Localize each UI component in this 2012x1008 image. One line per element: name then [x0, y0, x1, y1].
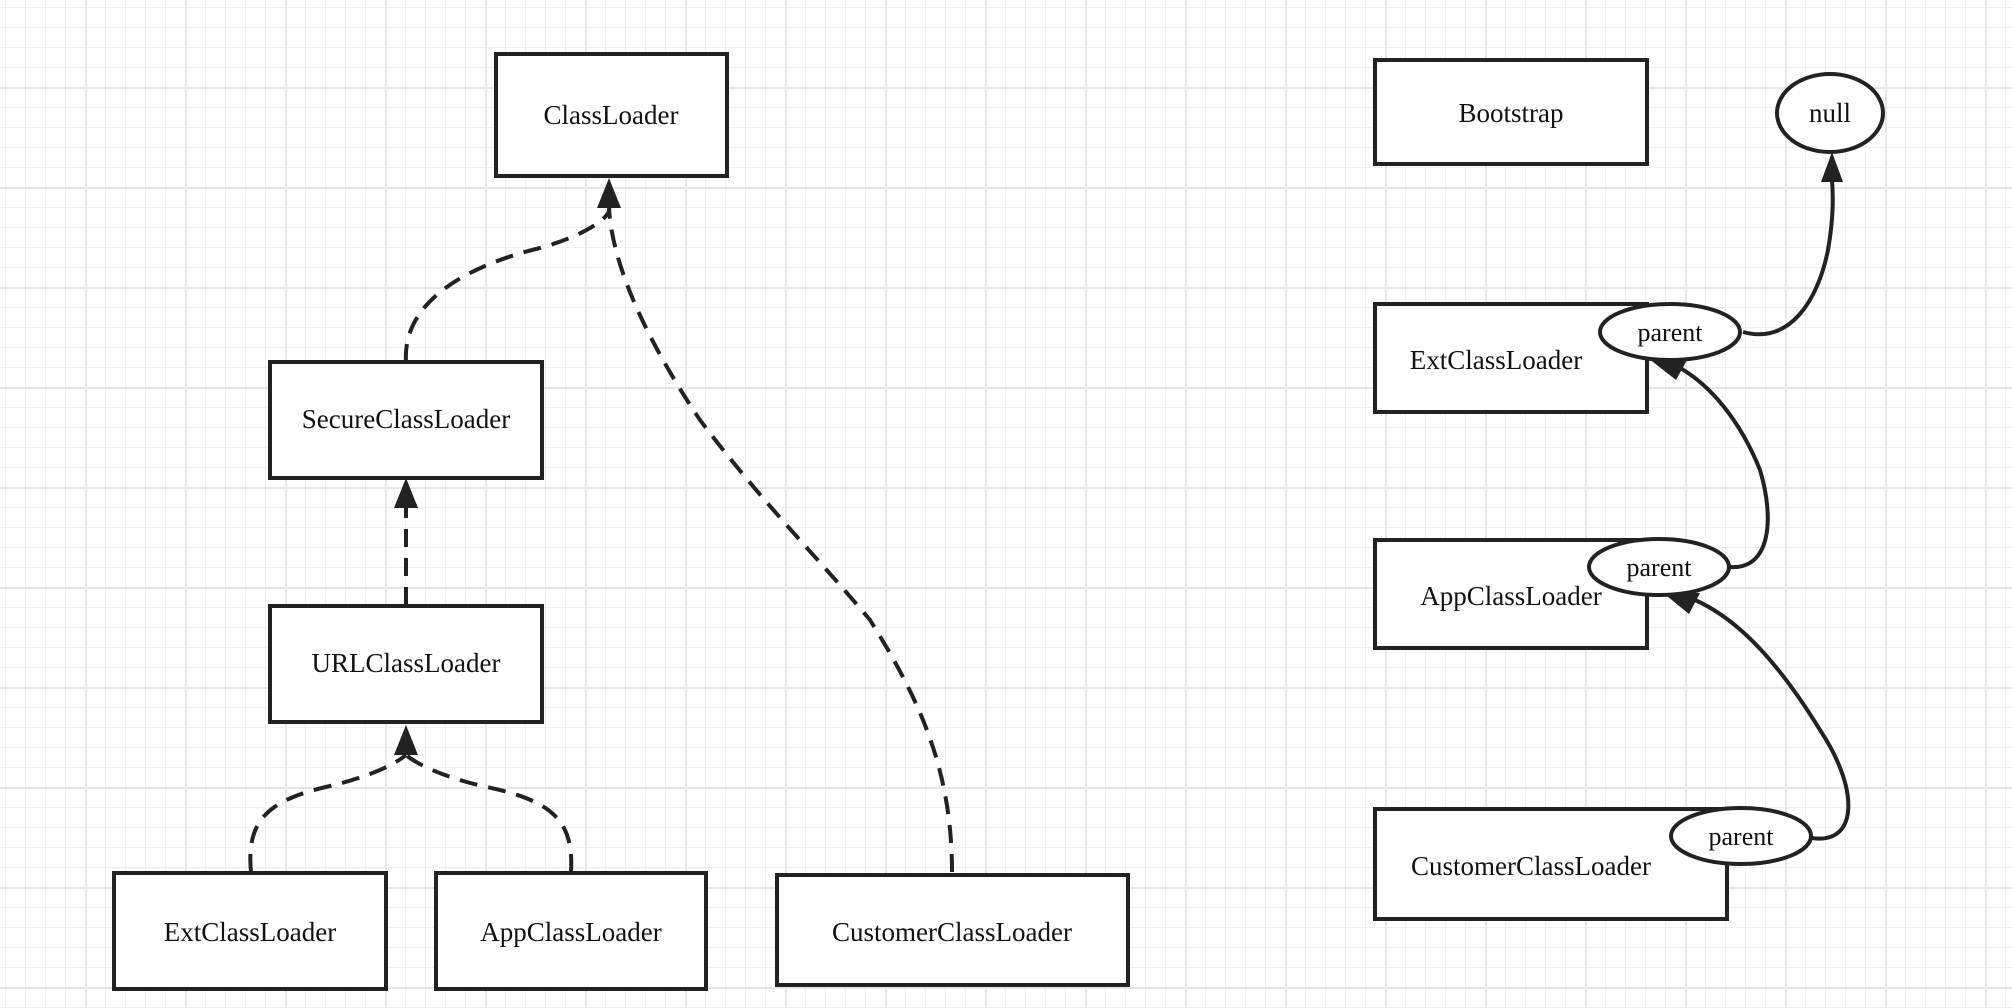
box-url-classloader: URLClassLoader	[268, 604, 544, 724]
edge-customer-to-classloader	[607, 207, 954, 873]
label-customer-classloader-right: CustomerClassLoader	[1411, 851, 1651, 881]
edge-app-to-url	[404, 753, 574, 873]
label-app-classloader-right: AppClassLoader	[1420, 581, 1601, 611]
inheritance-edges	[248, 178, 954, 873]
label-bootstrap: Bootstrap	[1459, 98, 1564, 128]
label-customer-classloader-left: CustomerClassLoader	[832, 917, 1072, 947]
label-parent-app: parent	[1627, 553, 1693, 582]
arrowhead-classloader	[597, 178, 621, 208]
box-classloader: ClassLoader	[494, 52, 729, 178]
box-secure-classloader: SecureClassLoader	[268, 360, 544, 480]
ellipse-parent-ext: parent	[1598, 302, 1742, 362]
box-customer-classloader-right: CustomerClassLoader	[1373, 807, 1729, 921]
edge-ext-to-url	[248, 753, 408, 873]
label-classloader: ClassLoader	[544, 100, 679, 130]
ellipse-null: null	[1775, 72, 1885, 154]
label-parent-customer: parent	[1709, 822, 1775, 851]
label-null: null	[1809, 98, 1851, 128]
box-app-classloader-right: AppClassLoader	[1373, 538, 1649, 650]
edge-customer-parent-to-app	[1694, 598, 1851, 841]
label-ext-classloader-left: ExtClassLoader	[164, 917, 336, 947]
label-app-classloader-left: AppClassLoader	[480, 917, 661, 947]
box-ext-classloader-left: ExtClassLoader	[112, 871, 388, 991]
delegation-edges	[1648, 152, 1851, 841]
arrowhead-url	[394, 725, 418, 755]
arrowhead-secure	[394, 478, 418, 508]
arrowhead-null	[1821, 152, 1843, 182]
box-app-classloader-left: AppClassLoader	[434, 871, 708, 991]
label-ext-classloader-right: ExtClassLoader	[1410, 345, 1582, 375]
box-ext-classloader-right: ExtClassLoader	[1373, 302, 1649, 414]
ellipse-parent-customer: parent	[1669, 806, 1813, 866]
arrowhead-ext	[1648, 358, 1687, 380]
label-url-classloader: URLClassLoader	[312, 648, 501, 678]
label-secure-classloader: SecureClassLoader	[302, 404, 510, 434]
label-parent-ext: parent	[1638, 318, 1704, 347]
ellipse-parent-app: parent	[1587, 537, 1731, 597]
arrowhead-app	[1662, 592, 1700, 614]
edge-app-parent-to-ext	[1679, 366, 1770, 570]
edge-secure-to-classloader	[403, 207, 612, 363]
edge-ext-parent-to-null	[1742, 179, 1835, 337]
box-bootstrap: Bootstrap	[1373, 58, 1649, 166]
box-customer-classloader-left: CustomerClassLoader	[775, 873, 1130, 987]
